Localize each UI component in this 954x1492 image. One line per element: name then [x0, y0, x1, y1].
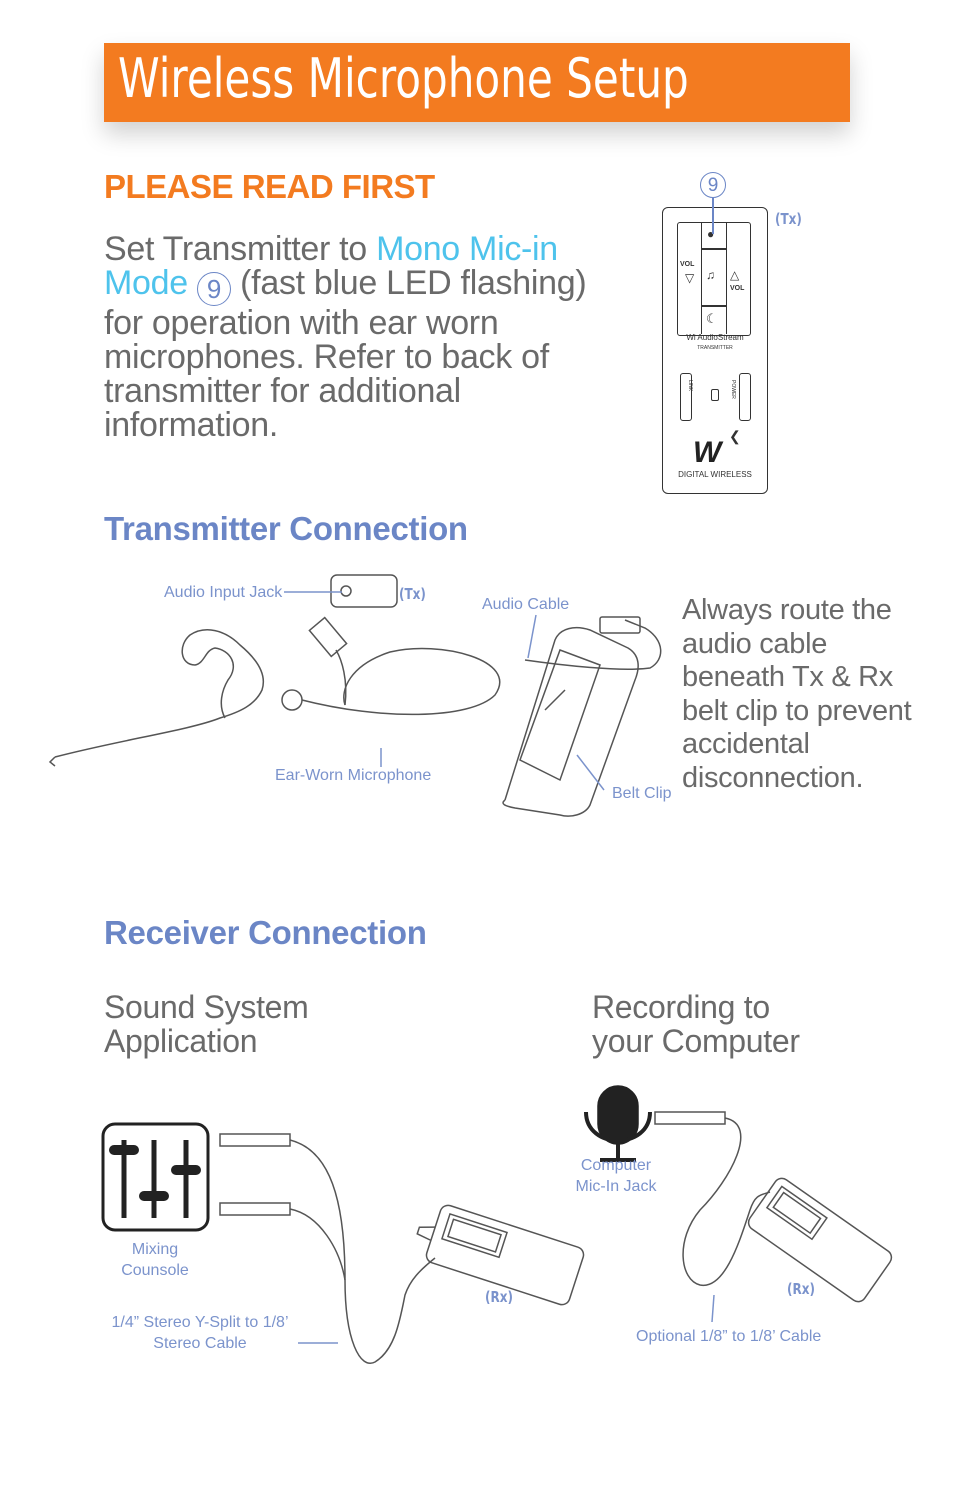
intro-text-after: (fast blue LED flashing) for operation w… [104, 264, 587, 444]
title-banner: Wireless Microphone Setup [104, 43, 850, 122]
power-button [739, 373, 751, 421]
audio-input-jack-label: Audio Input Jack [164, 584, 283, 601]
please-read-heading: PLEASE READ FIRST [104, 168, 435, 205]
transmitter-connection-heading: Transmitter Connection [104, 510, 468, 547]
transmitter-callout-number: 9 [700, 172, 726, 198]
belt-clip-label: Belt Clip [612, 785, 672, 802]
moon-icon: ☾ [706, 311, 718, 326]
computer-recording-title: Recording to your Computer [592, 989, 800, 1059]
callout-line [712, 198, 714, 234]
mono-mode-highlight: Mono Mic-in Mode [104, 230, 558, 302]
intro-text-before: Set Transmitter to [104, 230, 377, 268]
page-title: Wireless Microphone Setup [118, 47, 689, 110]
wireless-signal-icon: ❮ [729, 428, 741, 444]
brand-line-2: TRANSMITTER [697, 345, 733, 351]
mute-icon: ♫ [706, 268, 715, 282]
y-split-cable-label: 1/4” Stereo Y-Split to 1/8’ Stereo Cable [111, 1314, 289, 1352]
vol-down-icon: ▽ [685, 271, 695, 285]
optional-cable-label: Optional 1/8” to 1/8’ Cable [636, 1328, 822, 1345]
vol-left-label: VOL [680, 261, 695, 268]
wi-logo: W [693, 436, 722, 469]
routing-note: Always route the audio cable beneath Tx … [682, 594, 912, 794]
link-button [680, 373, 692, 421]
receiver-connection-heading: Receiver Connection [104, 914, 427, 951]
logo-text: DIGITAL WIRELESS [678, 470, 752, 479]
vol-right-label: VOL [730, 285, 745, 292]
transmitter-tag: (Tx) [775, 210, 802, 228]
led-indicator [711, 389, 719, 401]
rx-tag-sound: (Rx) [485, 1288, 513, 1306]
mixing-console-label: Mixing Counsole [121, 1241, 189, 1279]
mic-icon: ● [707, 227, 715, 241]
computer-jack-label: Computer Mic-In Jack [575, 1157, 657, 1195]
brand-line-1: Wi AudioStream [686, 333, 744, 342]
ear-worn-microphone-label: Ear-Worn Microphone [275, 767, 432, 784]
rx-tag-computer: (Rx) [787, 1280, 815, 1298]
transmitter-keypad: ● ♫ ☾ VOL ▽ △ VOL [677, 222, 751, 336]
transmitter-device: ● ♫ ☾ VOL ▽ △ VOL Wi AudioStream TRANSMI… [662, 207, 768, 494]
audio-cable-label: Audio Cable [482, 596, 570, 613]
intro-paragraph: Set Transmitter to Mono Mic-in Mode 9 (f… [104, 232, 634, 442]
sound-system-title: Sound System Application [104, 989, 309, 1059]
vol-up-icon: △ [730, 268, 740, 282]
tx-tag-small: (Tx) [399, 585, 426, 603]
